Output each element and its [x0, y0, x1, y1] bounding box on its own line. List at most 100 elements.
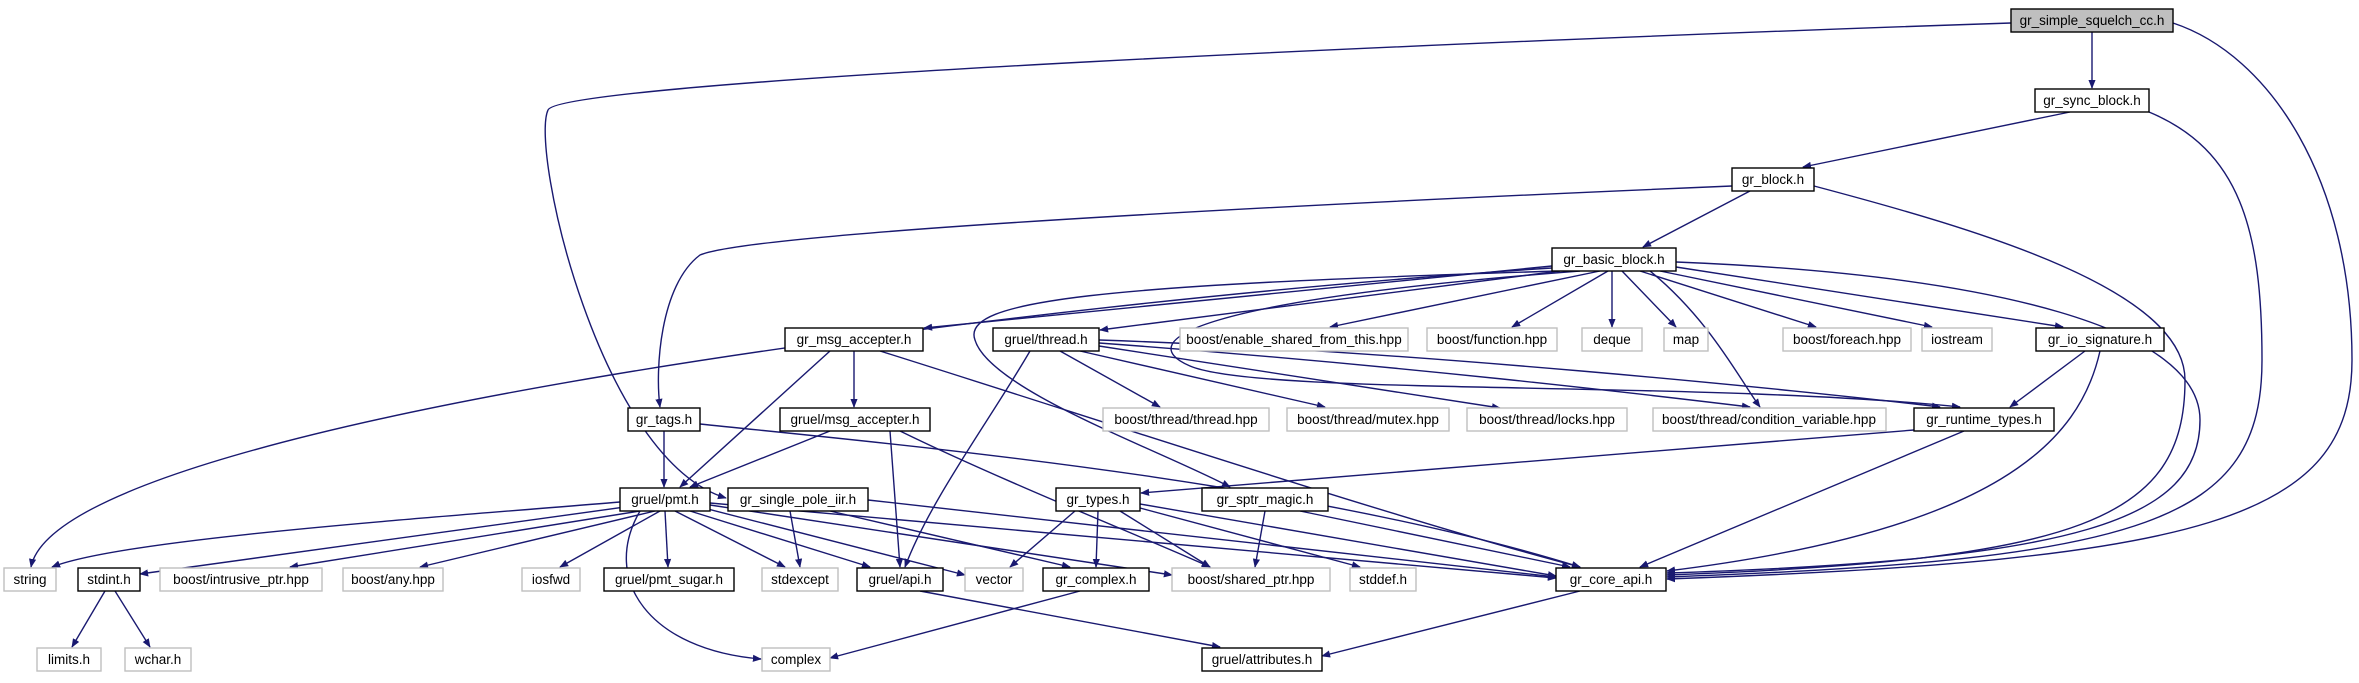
- node-label: gruel/pmt.h: [631, 492, 699, 507]
- node-string[interactable]: string: [3, 567, 57, 592]
- node-boost-any-hpp[interactable]: boost/any.hpp: [342, 567, 444, 592]
- node-boost-thread-locks-hpp[interactable]: boost/thread/locks.hpp: [1466, 407, 1628, 432]
- node-gr-tags-h[interactable]: gr_tags.h: [627, 407, 701, 432]
- dependency-arrow: [1079, 350, 1326, 409]
- dependency-arrow: [689, 430, 831, 488]
- node-label: gr_basic_block.h: [1563, 252, 1664, 267]
- node-limits-h[interactable]: limits.h: [36, 647, 102, 672]
- node-label: gruel/thread.h: [1004, 332, 1087, 347]
- node-gr-runtime-types-h[interactable]: gr_runtime_types.h: [1913, 407, 2055, 432]
- dependency-arrow: [1139, 503, 1557, 579]
- dependency-edges: [29, 22, 2353, 662]
- dependency-arrow: [1666, 22, 2353, 583]
- dependency-arrow: [625, 510, 762, 662]
- node-label: gr_core_api.h: [1570, 572, 1653, 587]
- node-gr-basic-block-h[interactable]: gr_basic_block.h: [1551, 247, 1677, 272]
- node-iosfwd[interactable]: iosfwd: [521, 567, 581, 592]
- node-vector[interactable]: vector: [964, 567, 1024, 592]
- dependency-arrow: [559, 510, 661, 568]
- node-label: gr_tags.h: [636, 412, 692, 427]
- node-stdexcept[interactable]: stdexcept: [761, 567, 839, 592]
- node-label: gr_sptr_magic.h: [1217, 492, 1314, 507]
- node-gr-sync-block-h[interactable]: gr_sync_block.h: [2034, 88, 2150, 113]
- node-label: wchar.h: [134, 652, 182, 667]
- dependency-arrow: [1675, 266, 2064, 330]
- dependency-arrow: [71, 590, 106, 648]
- node-gr-io-signature-h[interactable]: gr_io_signature.h: [2035, 327, 2165, 352]
- dependency-arrow: [114, 590, 151, 648]
- node-gr-core-api-h[interactable]: gr_core_api.h: [1555, 567, 1667, 592]
- node-label: iosfwd: [532, 572, 570, 587]
- node-gr-single-pole-iir-h[interactable]: gr_single_pole_iir.h: [727, 487, 869, 512]
- node-gr-types-h[interactable]: gr_types.h: [1055, 487, 1141, 512]
- dependency-arrow: [904, 350, 1031, 568]
- dependency-arrow: [1642, 190, 1751, 248]
- node-boost-thread-condition-variable-hpp[interactable]: boost/thread/condition_variable.hpp: [1652, 407, 1887, 432]
- node-label: boost/intrusive_ptr.hpp: [173, 572, 309, 587]
- node-label: gr_types.h: [1066, 492, 1129, 507]
- node-boost-foreach-hpp[interactable]: boost/foreach.hpp: [1782, 327, 1912, 352]
- node-gr-msg-accepter-h[interactable]: gr_msg_accepter.h: [784, 327, 924, 352]
- node-gruel-api-h[interactable]: gruel/api.h: [856, 567, 944, 592]
- dependency-arrow: [1009, 510, 1076, 568]
- dependency-arrow: [139, 506, 626, 577]
- node-stdint-h[interactable]: stdint.h: [77, 567, 141, 592]
- node-deque[interactable]: deque: [1581, 327, 1643, 352]
- node-label: gr_block.h: [1742, 172, 1804, 187]
- node-boost-function-hpp[interactable]: boost/function.hpp: [1426, 327, 1558, 352]
- node-label: gr_single_pole_iir.h: [740, 492, 856, 507]
- dependency-arrow: [1139, 507, 1361, 569]
- dependency-arrow: [1639, 430, 1965, 568]
- dependency-arrow: [29, 267, 1553, 568]
- dependency-arrow: [1666, 261, 2201, 577]
- dependency-arrow: [1666, 185, 2186, 579]
- node-label: gr_msg_accepter.h: [797, 332, 912, 347]
- node-map[interactable]: map: [1663, 327, 1709, 352]
- dependency-arrow: [1299, 510, 1571, 569]
- dependency-arrow: [923, 265, 1553, 331]
- dependency-arrow: [789, 510, 803, 568]
- node-iostream[interactable]: iostream: [1921, 327, 1993, 352]
- node-label: boost/function.hpp: [1437, 332, 1547, 347]
- node-label: boost/shared_ptr.hpp: [1188, 572, 1315, 587]
- node-boost-intrusive-ptr-hpp[interactable]: boost/intrusive_ptr.hpp: [159, 567, 323, 592]
- node-gruel-attributes-h[interactable]: gruel/attributes.h: [1201, 647, 1323, 672]
- dependency-arrow: [51, 501, 621, 568]
- node-label: complex: [771, 652, 822, 667]
- node-label: map: [1673, 332, 1699, 347]
- node-label: iostream: [1931, 332, 1983, 347]
- dependency-arrow: [1119, 510, 1211, 568]
- dependency-arrow: [1329, 270, 1601, 329]
- dependency-arrow: [1666, 350, 2101, 574]
- dependency-arrow: [1511, 270, 1609, 328]
- node-gr-sptr-magic-h[interactable]: gr_sptr_magic.h: [1201, 487, 1329, 512]
- node-gr-simple-squelch-cc-h[interactable]: gr_simple_squelch_cc.h: [2010, 8, 2174, 33]
- node-label: stdexcept: [771, 572, 829, 587]
- node-label: gruel/pmt_sugar.h: [615, 572, 723, 587]
- node-label: boost/enable_shared_from_this.hpp: [1186, 332, 1401, 347]
- node-stddef-h[interactable]: stddef.h: [1349, 567, 1417, 592]
- node-boost-thread-thread-hpp[interactable]: boost/thread/thread.hpp: [1102, 407, 1270, 432]
- node-boost-enable-shared-from-this-hpp[interactable]: boost/enable_shared_from_this.hpp: [1179, 327, 1409, 352]
- node-gruel-thread-h[interactable]: gruel/thread.h: [992, 327, 1100, 352]
- dependency-arrow: [1802, 111, 2071, 169]
- node-gruel-pmt-sugar-h[interactable]: gruel/pmt_sugar.h: [603, 567, 735, 592]
- node-wchar-h[interactable]: wchar.h: [124, 647, 192, 672]
- node-gr-block-h[interactable]: gr_block.h: [1731, 167, 1815, 192]
- node-label: gr_complex.h: [1055, 572, 1136, 587]
- node-label: gruel/api.h: [868, 572, 931, 587]
- dependency-arrow: [1252, 510, 1266, 568]
- dependency-arrow: [655, 185, 1733, 408]
- node-gruel-pmt-h[interactable]: gruel/pmt.h: [619, 487, 711, 512]
- node-gr-complex-h[interactable]: gr_complex.h: [1042, 567, 1150, 592]
- dependency-arrow: [889, 430, 903, 568]
- node-label: stdint.h: [87, 572, 131, 587]
- dependency-arrow: [1666, 111, 2263, 581]
- node-boost-shared-ptr-hpp[interactable]: boost/shared_ptr.hpp: [1171, 567, 1331, 592]
- node-gruel-msg-accepter-h[interactable]: gruel/msg_accepter.h: [779, 407, 931, 432]
- node-boost-thread-mutex-hpp[interactable]: boost/thread/mutex.hpp: [1286, 407, 1450, 432]
- node-label: gr_io_signature.h: [2048, 332, 2152, 347]
- node-complex[interactable]: complex: [761, 647, 831, 672]
- node-label: limits.h: [48, 652, 90, 667]
- node-label: boost/foreach.hpp: [1793, 332, 1901, 347]
